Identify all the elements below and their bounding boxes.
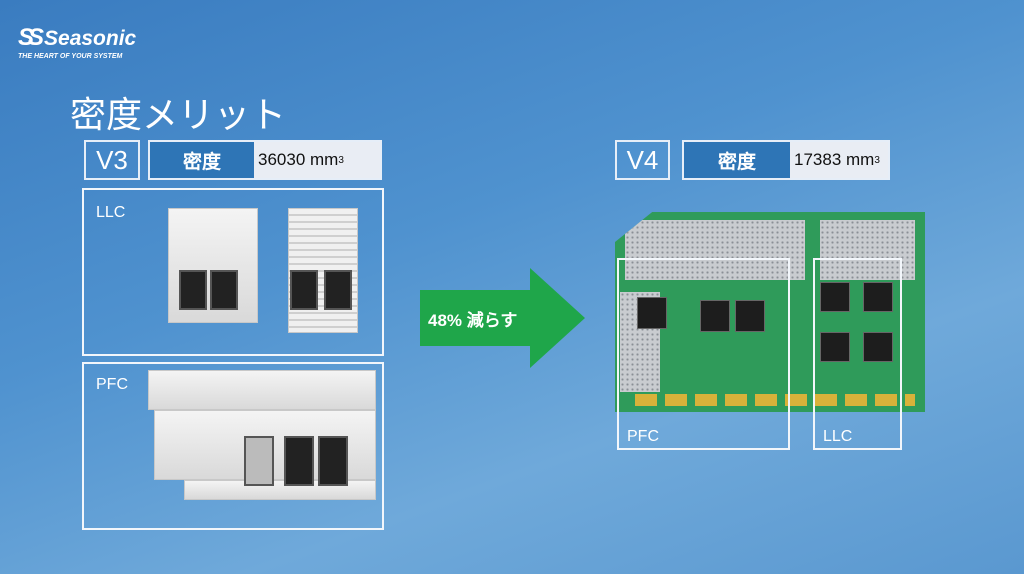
reduction-arrow-icon xyxy=(420,268,585,368)
pcb-copper-area xyxy=(820,220,915,280)
mosfet-image xyxy=(290,270,318,310)
logo-tagline: THE HEART OF YOUR SYSTEM xyxy=(18,53,123,60)
v3-pfc-label: PFC xyxy=(96,376,128,393)
v3-density-label: 密度 xyxy=(148,140,254,180)
pcb-pins xyxy=(635,394,915,406)
v3-unit-exponent: 3 xyxy=(338,154,344,166)
mosfet-image xyxy=(820,332,850,362)
v4-llc-label: LLC xyxy=(823,428,853,445)
mosfet-image xyxy=(324,270,352,310)
v4-pfc-region: PFC xyxy=(617,258,790,450)
v3-pfc-panel: PFC xyxy=(82,362,384,530)
v4-pcb-image xyxy=(615,212,925,412)
v4-unit-exponent: 3 xyxy=(874,154,880,166)
pcb-copper-area xyxy=(625,220,805,280)
v4-value-text: 17383 mm xyxy=(794,150,875,169)
mosfet-image xyxy=(244,436,274,486)
mosfet-image xyxy=(318,436,348,486)
reduction-text: 48% 減らす xyxy=(428,311,518,330)
mosfet-image xyxy=(863,282,893,312)
v4-version-label: V4 xyxy=(615,140,670,180)
v4-pfc-label: PFC xyxy=(627,428,659,445)
mosfet-image xyxy=(863,332,893,362)
page-title: 密度メリット xyxy=(70,95,287,136)
mosfet-image xyxy=(735,300,765,332)
v3-value-text: 36030 mm xyxy=(258,150,339,169)
logo-mark-icon: SS xyxy=(18,24,44,51)
mosfet-image xyxy=(179,270,207,310)
mosfet-image xyxy=(210,270,238,310)
pfc-heatsink-image xyxy=(148,370,376,410)
v3-llc-panel: LLC xyxy=(82,188,384,356)
mosfet-image xyxy=(820,282,850,312)
v3-version-label: V3 xyxy=(84,140,140,180)
v4-density-label: 密度 xyxy=(682,140,790,180)
logo-brand: Seasonic xyxy=(44,27,137,50)
v3-llc-label: LLC xyxy=(96,204,126,221)
mosfet-image xyxy=(637,297,667,329)
mosfet-image xyxy=(284,436,314,486)
mosfet-image xyxy=(700,300,730,332)
v4-llc-region: LLC xyxy=(813,258,902,450)
